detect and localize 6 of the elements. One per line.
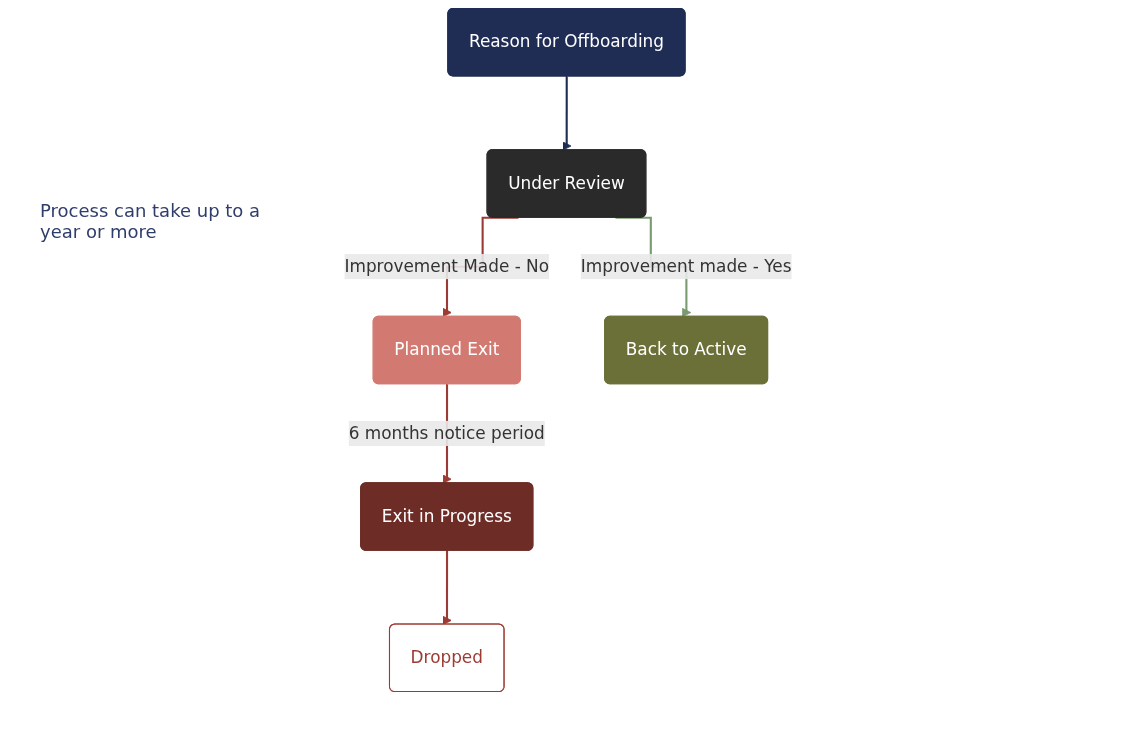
edge-label: Improvement Made - No (344, 256, 550, 277)
note-text: Process can take up to a year or more (40, 200, 262, 242)
arrow (562, 75, 572, 151)
edge-label: 6 months notice period (348, 422, 545, 443)
arrow (442, 549, 452, 626)
edge-label: Improvement made - Yes (580, 256, 792, 277)
